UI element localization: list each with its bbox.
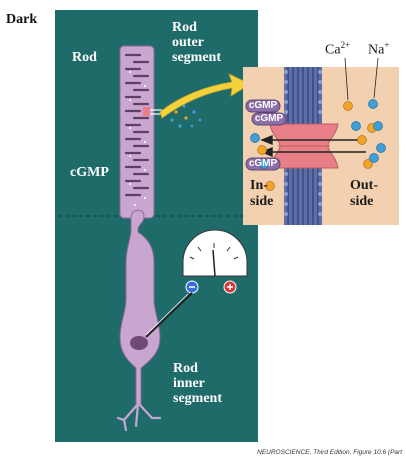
cgmp-tag-1: cGMP [248, 100, 278, 111]
channel-pointer [143, 107, 162, 116]
calcium-ions [257, 101, 377, 191]
rod-inner-segment-label: Rod inner segment [173, 361, 222, 406]
cgmp-label: cGMP [70, 165, 109, 180]
meter-reading: 0 [203, 230, 210, 244]
cgmp-tag-3: cGMP [248, 158, 278, 169]
synaptic-terminal [116, 402, 162, 432]
rod-label: Rod [72, 50, 97, 65]
panel-title: Dark [6, 12, 38, 27]
zoom-arrow [159, 73, 251, 119]
calcium-label: Ca2+ [325, 40, 351, 58]
voltmeter [145, 229, 248, 338]
channel-inset [243, 57, 399, 225]
cgmp-tag-2: cGMP [254, 113, 284, 124]
nucleus [130, 336, 148, 350]
sodium-ions [250, 99, 386, 169]
teal-panel [55, 10, 258, 442]
rod-inner-segment-body [119, 209, 161, 406]
outside-label: Out- side [350, 178, 378, 209]
figure-credit: NEUROSCIENCE, Third Edition, Figure 10.6… [257, 449, 402, 456]
sodium-label: Na+ [368, 40, 390, 58]
disc-stack [124, 53, 150, 197]
inside-label: In- side [250, 178, 274, 209]
rod-outer-segment-label: Rod outer segment [172, 20, 221, 65]
electrode-wire [145, 292, 193, 338]
